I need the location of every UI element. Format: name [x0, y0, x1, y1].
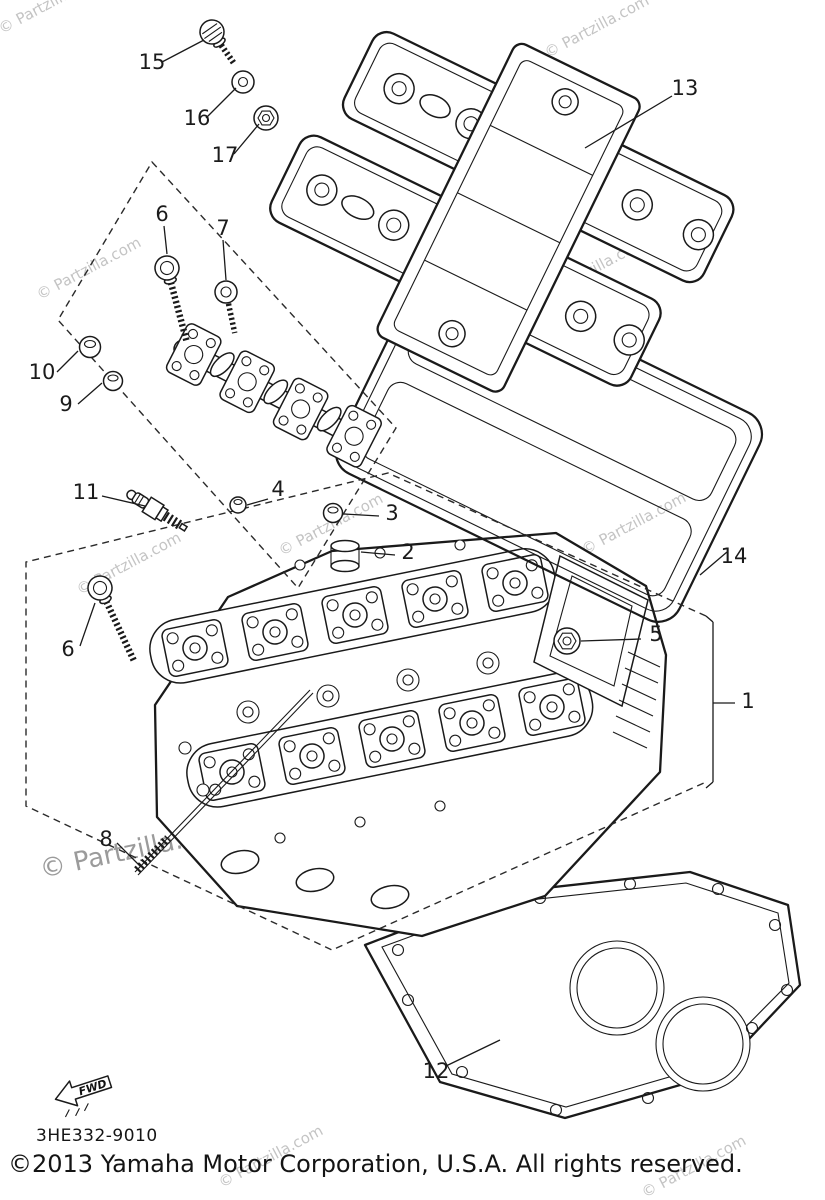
bolt-6-lower [87, 575, 137, 662]
stud-8 [134, 689, 314, 876]
callout-14: 14 [721, 544, 748, 568]
callout-10: 10 [29, 360, 56, 384]
callout-4: 4 [271, 477, 284, 501]
bolt-15 [199, 19, 238, 67]
watermark-text: © Partzilla.com [33, 233, 144, 303]
valve-cover [269, 30, 735, 393]
cylinder-head [149, 531, 668, 938]
grommet-10 [78, 335, 102, 359]
callout-17: 17 [212, 143, 239, 167]
callout-9: 9 [59, 392, 72, 416]
callout-leader-lines [56, 39, 735, 1067]
callout-2: 2 [401, 540, 414, 564]
callout-13: 13 [672, 76, 699, 100]
callout-12: 12 [423, 1059, 450, 1083]
callout-6-upper: 6 [155, 202, 168, 226]
callout-5: 5 [649, 622, 662, 646]
callout-3: 3 [385, 501, 398, 525]
copyright-line: ©2013 Yamaha Motor Corporation, U.S.A. A… [8, 1150, 743, 1178]
valve-lifter-2 [330, 539, 360, 573]
nut-5 [553, 627, 581, 655]
cylinder-head-boundary [25, 472, 707, 951]
grommet-9 [102, 370, 124, 392]
callout-16: 16 [184, 106, 211, 130]
watermark-text: © Partzilla.com [0, 0, 106, 38]
washer-16 [231, 70, 255, 94]
bolt-6-upper [154, 255, 190, 342]
callout-6-lower: 6 [61, 637, 74, 661]
callout-1: 1 [741, 689, 754, 713]
nut-17 [253, 105, 279, 131]
callout-7: 7 [216, 216, 229, 240]
watermark-text: © Partzilla.com [541, 0, 652, 62]
fwd-arrow: FWD [54, 1075, 113, 1118]
callout-15: 15 [139, 50, 166, 74]
camshaft-assembly [165, 323, 382, 468]
part-code: 3HE332-9010 [36, 1126, 158, 1146]
spark-plug-11 [126, 489, 189, 532]
bolt-7 [214, 280, 238, 334]
callout-labels: 15 16 17 13 6 7 10 9 11 4 3 2 5 6 1 8 12… [29, 50, 755, 1083]
watermark-text: © Partzilla.com [578, 488, 689, 558]
fwd-label: FWD [77, 1077, 108, 1098]
shim-3 [322, 502, 344, 524]
callout-11: 11 [73, 480, 100, 504]
cylinder-head-gasket [363, 870, 802, 1120]
camshaft-boundary [57, 160, 397, 590]
callout-8: 8 [99, 827, 112, 851]
callout-1-bracket [705, 615, 714, 789]
dowel-4 [229, 496, 247, 514]
